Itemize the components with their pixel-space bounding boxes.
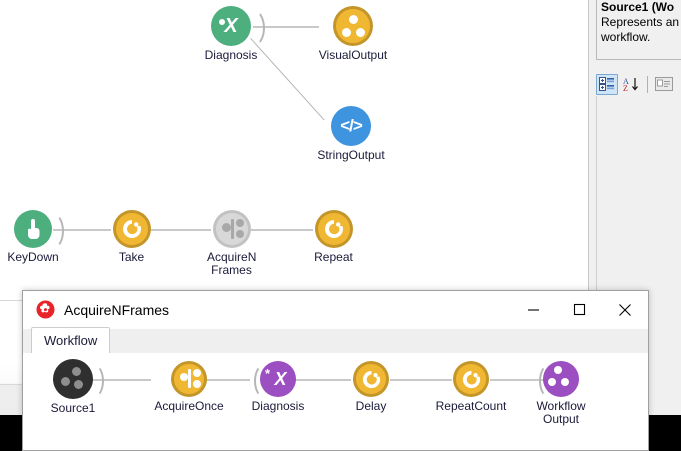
maximize-icon	[573, 303, 585, 316]
desktop-edge-left	[0, 415, 22, 451]
hand-pointer-icon	[14, 210, 52, 248]
svg-text:A: A	[623, 77, 629, 86]
property-description-box: Source1 (Wo Represents an workflow.	[596, 0, 681, 60]
minimize-icon	[527, 309, 539, 311]
node-label: Take	[118, 250, 145, 264]
node-keydown[interactable]: KeyDown	[0, 210, 66, 264]
node-take[interactable]: Take	[104, 210, 159, 264]
node-label: Source1	[50, 401, 96, 415]
combinator-bar-icon	[212, 210, 251, 248]
node-acquireonce[interactable]: AcquireOnce	[142, 361, 236, 413]
acquirenframes-dialog[interactable]: AcquireNFrames Workflow	[22, 290, 649, 451]
node-source1[interactable]: Source1	[40, 359, 106, 415]
source-dots-icon	[53, 359, 93, 399]
tab-label: Workflow	[44, 333, 98, 348]
property-pages-icon	[655, 77, 673, 91]
wire-acquireonce-diagnosis	[190, 379, 250, 381]
wire-repeatcount-workflowoutput	[490, 379, 552, 381]
transform-c-icon	[112, 210, 151, 248]
transform-c-icon	[314, 210, 353, 248]
panel-divider	[588, 0, 589, 415]
dialog-titlebar[interactable]: AcquireNFrames	[23, 291, 648, 329]
transform-glyph	[122, 220, 141, 238]
property-toolbar: A Z	[596, 72, 681, 96]
bonsai-logo-icon	[36, 300, 55, 319]
tab-workflow[interactable]: Workflow	[31, 327, 111, 354]
dialog-title: AcquireNFrames	[64, 301, 170, 318]
sink-dots-icon	[543, 361, 579, 397]
wire-diagnosis-delay	[289, 379, 351, 381]
desktop-edge-right	[649, 415, 681, 451]
maximize-button[interactable]	[556, 291, 602, 328]
node-label: StringOutput	[317, 148, 385, 162]
node-diagnosis[interactable]: X Diagnosis	[196, 6, 266, 62]
node-visualoutput[interactable]: VisualOutput	[313, 6, 393, 62]
close-button[interactable]	[602, 291, 648, 328]
node-label: Repeat	[314, 250, 353, 264]
node-label: AcquireN Frames	[207, 250, 257, 277]
wire-delay-repeatcount	[390, 379, 452, 381]
node-label: AcquireOnce	[154, 399, 224, 413]
dialog-tabstrip: Workflow	[23, 327, 648, 354]
node-delay[interactable]: Delay	[343, 361, 399, 413]
combinator-bar-icon	[171, 361, 207, 397]
transform-glyph	[324, 220, 343, 238]
node-label: Workflow Output	[536, 399, 586, 426]
sort-az-icon: A Z	[623, 77, 638, 92]
node-label: RepeatCount	[435, 399, 507, 413]
wire-acquirenframes-repeat	[251, 229, 313, 231]
dialog-workflow-canvas[interactable]: Source1 AcquireOnce	[23, 353, 648, 450]
node-stringoutput[interactable]: </> StringOutput	[312, 106, 390, 162]
property-header-title: Source1 (Wo	[601, 0, 675, 14]
wire-keydown-take	[53, 229, 111, 231]
wire-take-acquirenframes	[151, 229, 211, 231]
node-label: Diagnosis	[204, 48, 258, 62]
hand-glyph	[28, 219, 40, 239]
transform-glyph	[362, 370, 380, 388]
wire-diagnosis-visualoutput	[253, 26, 319, 28]
toolbar-separator	[647, 75, 648, 93]
node-label: Diagnosis	[251, 399, 305, 413]
node-workflowoutput[interactable]: Workflow Output	[528, 361, 594, 426]
node-acquirenframes[interactable]: AcquireN Frames	[207, 210, 256, 277]
property-description-text: Represents an workflow.	[601, 15, 680, 44]
close-icon	[619, 303, 631, 316]
transform-glyph	[462, 370, 480, 388]
node-diagnosis-dialog[interactable]: X * Diagnosis	[238, 361, 318, 413]
node-label: KeyDown	[7, 250, 59, 264]
wire-source1-acquireonce	[93, 379, 151, 381]
combinator-starx-icon: X *	[260, 361, 296, 397]
sink-dots-icon	[333, 6, 373, 46]
node-repeatcount[interactable]: RepeatCount	[428, 361, 514, 413]
svg-text:Z: Z	[623, 84, 628, 92]
code-brackets-icon: </>	[331, 106, 371, 146]
alphabetical-sort-button[interactable]: A Z	[620, 74, 642, 95]
node-label: VisualOutput	[318, 48, 388, 62]
node-label: Delay	[355, 399, 387, 413]
transform-c-icon	[453, 361, 489, 397]
node-repeat[interactable]: Repeat	[306, 210, 361, 264]
combinator-x-icon: X	[211, 6, 251, 46]
minimize-button[interactable]	[510, 291, 556, 328]
property-pages-button[interactable]	[653, 74, 675, 95]
categorized-view-button[interactable]	[596, 73, 618, 95]
categorized-icon	[599, 76, 614, 91]
dialog-window-buttons	[510, 291, 648, 328]
transform-c-icon	[353, 361, 389, 397]
